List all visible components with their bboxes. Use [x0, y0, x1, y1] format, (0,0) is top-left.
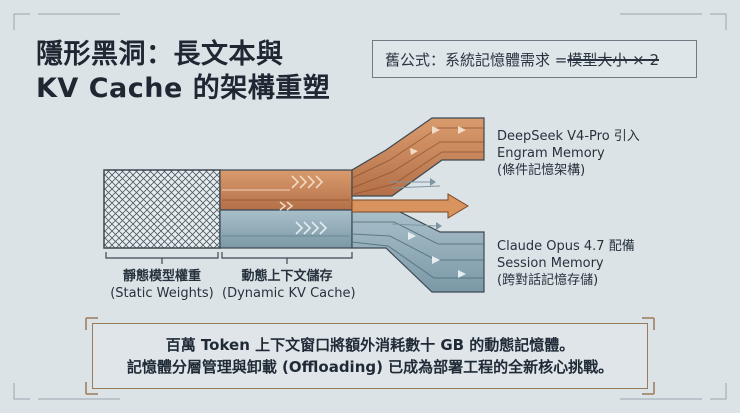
summary-note-line-2: 記憶體分層管理與卸載 (Offloading) 已成為部署工程的全新核心挑戰。	[126, 358, 614, 376]
lower-branch-label: Claude Opus 4.7 配備 Session Memory (跨對話記憶…	[497, 238, 635, 289]
blue-chevrons	[295, 221, 328, 235]
upper-branch-line-3: (條件記憶架構)	[497, 163, 586, 178]
thin-flow-lines	[390, 181, 441, 227]
formula-struck-term: 模型大小 × 2	[567, 50, 659, 69]
dynamic-bracket	[221, 252, 353, 264]
title-line-1: 隱形黑洞：長文本與	[36, 39, 284, 70]
center-flow-arrow	[351, 193, 469, 219]
static-bracket	[105, 252, 219, 264]
lower-branch-line-2: Session Memory	[497, 256, 604, 271]
lower-branch-line-3: (跨對話記憶存儲)	[497, 273, 599, 288]
static-weights-label-zh: 靜態模型權重	[122, 269, 201, 284]
copper-chevrons	[279, 175, 324, 211]
lower-branch-arrows	[408, 232, 466, 278]
lower-branch-line-1: Claude Opus 4.7 配備	[497, 239, 635, 254]
upper-copper-branch	[351, 117, 485, 197]
dynamic-kv-cache-label: 動態上下文儲存 (Dynamic KV Cache)	[222, 268, 356, 302]
title-line-2: KV Cache 的架構重塑	[36, 73, 331, 104]
summary-note: 百萬 Token 上下文窗口將額外消耗數十 GB 的動態記憶體。 記憶體分層管理…	[92, 323, 648, 389]
static-weights-label-en: (Static Weights)	[110, 286, 214, 301]
formula-prefix: 舊公式：系統記憶體需求 =	[385, 50, 568, 69]
upper-branch-line-2: Engram Memory	[497, 146, 605, 161]
upper-branch-line-1: DeepSeek V4-Pro 引入	[497, 129, 640, 144]
static-weights-label: 靜態模型權重 (Static Weights)	[104, 268, 220, 302]
kv-cache-blue-segment	[219, 209, 353, 249]
old-formula-box: 舊公式：系統記憶體需求 = 模型大小 × 2	[372, 40, 697, 78]
summary-note-line-1: 百萬 Token 上下文窗口將額外消耗數十 GB 的動態記憶體。	[165, 336, 575, 354]
dynamic-kv-cache-label-en: (Dynamic KV Cache)	[222, 286, 356, 301]
upper-branch-label: DeepSeek V4-Pro 引入 Engram Memory (條件記憶架構…	[497, 128, 640, 179]
upper-branch-arrows	[410, 126, 466, 155]
page-title: 隱形黑洞：長文本與 KV Cache 的架構重塑	[36, 38, 330, 106]
static-weights-block	[103, 169, 221, 249]
dynamic-kv-cache-label-zh: 動態上下文儲存	[241, 269, 333, 284]
